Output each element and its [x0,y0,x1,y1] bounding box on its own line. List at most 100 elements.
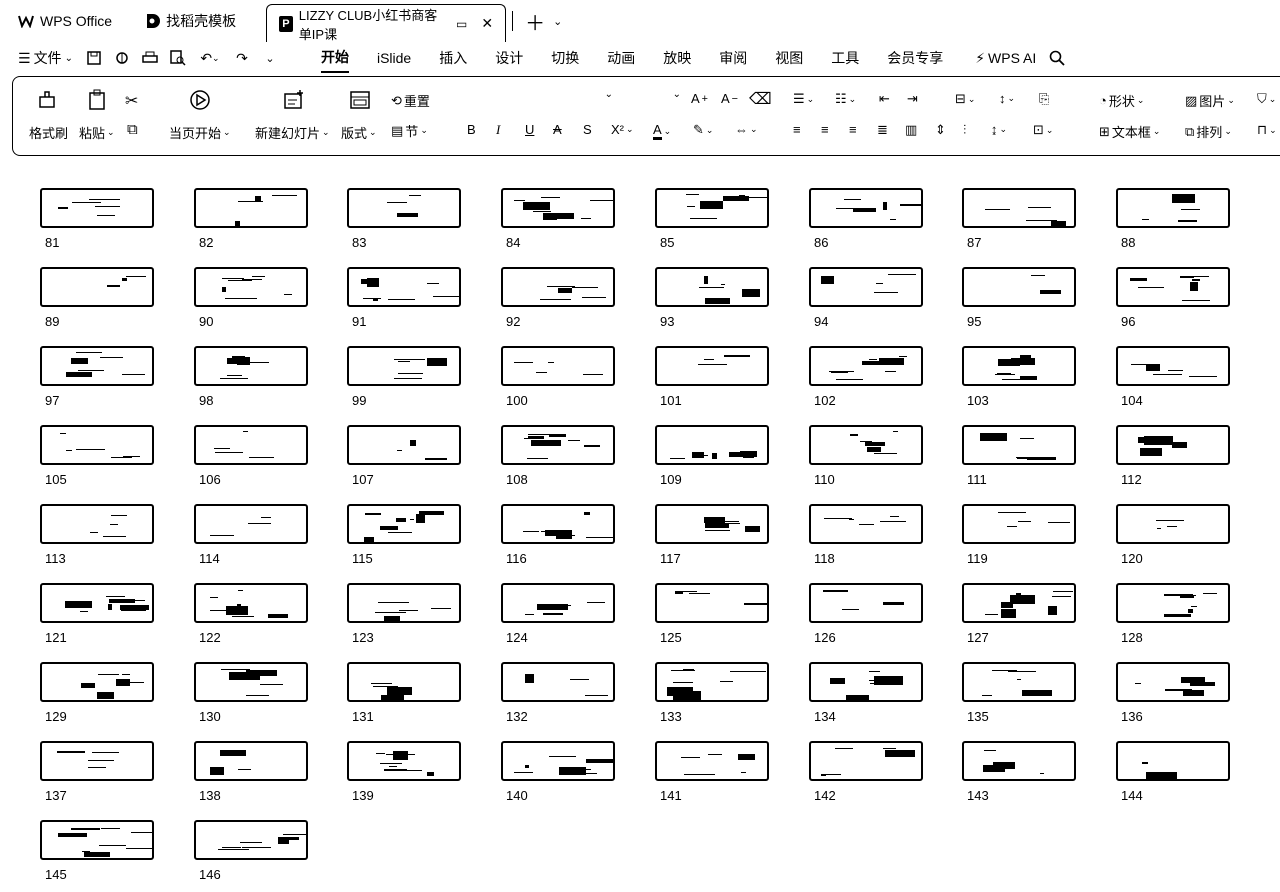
slide-thumbnail[interactable] [347,583,461,623]
strikethrough-button[interactable]: A [553,122,562,137]
tab-insert[interactable]: 插入 [439,50,468,66]
decrease-indent-icon[interactable]: ⇤ [879,91,890,106]
tab-design[interactable]: 设计 [495,50,524,66]
clear-format-icon[interactable]: ⌫ [749,91,772,108]
font-family-select[interactable]: ⌄ [604,89,613,100]
slide-thumbnail[interactable] [194,504,308,544]
slide-thumbnail[interactable] [501,188,615,228]
slide-thumbnail[interactable] [501,346,615,386]
slide-thumbnail[interactable] [40,662,154,702]
cut-icon[interactable]: ✂ [125,93,139,110]
vertical-align-icon[interactable]: ⇕ [935,122,946,137]
convert-icon[interactable]: ⎘ [1039,91,1050,106]
slide-thumbnail[interactable] [40,425,154,465]
file-menu[interactable]: ☰ 文件 ⌄ [18,48,73,68]
underline-button[interactable]: U [525,122,535,137]
slide-thumbnail[interactable] [501,741,615,781]
superscript-button[interactable]: X²⌄ [611,122,634,137]
text-direction-icon[interactable]: ⊟⌄ [955,91,976,106]
slide-thumbnail[interactable] [1116,662,1230,702]
slide-thumbnail[interactable] [194,267,308,307]
highlight-icon[interactable]: ✎⌄ [693,122,714,137]
slide-thumbnail[interactable] [40,504,154,544]
italic-button[interactable]: I [496,122,501,137]
slide-thumbnail[interactable] [194,820,308,860]
print-preview-icon[interactable] [167,47,189,69]
slide-thumbnail[interactable] [809,504,923,544]
slide-thumbnail[interactable] [501,267,615,307]
slide-thumbnail[interactable] [347,662,461,702]
redo-icon[interactable]: ↷ [236,49,248,66]
save-icon[interactable] [83,47,105,69]
slide-thumbnail[interactable] [347,188,461,228]
slide-thumbnail[interactable] [962,583,1076,623]
close-icon[interactable]: ✕ [481,15,494,31]
format-painter-icon[interactable] [37,89,59,111]
new-tab-icon[interactable]: ＋ [525,12,546,35]
slide-thumbnail[interactable] [40,583,154,623]
slide-thumbnail[interactable] [1116,267,1230,307]
tab-wps-office[interactable]: WPS Office [0,0,124,42]
tab-slideshow[interactable]: 放映 [663,50,692,66]
slide-thumbnail[interactable] [194,583,308,623]
slide-thumbnail[interactable] [962,741,1076,781]
slide-thumbnail[interactable] [962,267,1076,307]
slide-thumbnail[interactable] [1116,425,1230,465]
new-slide-button[interactable]: 新建幻灯片⌄ [255,123,330,142]
font-color-button[interactable]: A⌄ [653,122,671,140]
tab-member[interactable]: 会员专享 [887,50,944,66]
tab-transition[interactable]: 切换 [551,50,580,66]
slide-thumbnail[interactable] [40,741,154,781]
decrease-font-icon[interactable]: A− [721,91,738,106]
slide-thumbnail[interactable] [962,425,1076,465]
slide-thumbnail[interactable] [809,346,923,386]
chevron-down-icon[interactable]: ⌄ [265,52,275,65]
slide-thumbnail[interactable] [809,267,923,307]
increase-font-icon[interactable]: A+ [691,91,708,106]
slide-thumbnail[interactable] [655,425,769,465]
slide-thumbnail[interactable] [501,504,615,544]
copy-icon[interactable]: ⧉ [127,121,138,138]
slide-thumbnail[interactable] [194,425,308,465]
layout-icon[interactable] [349,89,371,111]
text-shadow-button[interactable]: S [583,122,592,137]
slide-thumbnail[interactable] [194,346,308,386]
slide-thumbnail[interactable] [655,741,769,781]
slide-thumbnail[interactable] [809,662,923,702]
undo-icon[interactable]: ↶ ⌄ [200,49,220,66]
slide-thumbnail[interactable] [1116,346,1230,386]
tab-home[interactable]: 开始 [320,43,349,73]
slide-thumbnail[interactable] [655,346,769,386]
slide-thumbnail[interactable] [347,346,461,386]
textbox-button[interactable]: ⊞文本框⌄ [1099,122,1160,141]
new-slide-icon[interactable] [283,89,305,111]
fill-icon[interactable]: ⛉⌄ [1257,91,1277,106]
char-spacing-icon[interactable]: ⇔⌄ [735,122,758,137]
slide-thumbnail[interactable] [962,188,1076,228]
bold-button[interactable]: B [467,122,476,137]
layout-button[interactable]: 版式⌄ [341,123,377,142]
play-icon[interactable] [189,89,211,111]
export-icon[interactable] [111,47,133,69]
distribute-icon[interactable]: ▥ [905,122,918,137]
slide-thumbnail[interactable] [194,188,308,228]
justify-icon[interactable]: ≣ [877,122,888,137]
crop-icon[interactable]: ⊓⌄ [1257,122,1277,137]
slide-thumbnail[interactable] [809,741,923,781]
font-size-select[interactable]: ⌄ [672,89,681,100]
align-left-icon[interactable]: ≡ [793,122,801,137]
picture-button[interactable]: ▨图片⌄ [1185,91,1235,110]
slide-thumbnail[interactable] [962,504,1076,544]
paste-icon[interactable] [87,89,109,111]
slide-thumbnail[interactable] [809,188,923,228]
slide-thumbnail[interactable] [501,662,615,702]
slide-thumbnail[interactable] [655,504,769,544]
tab-docer[interactable]: 找稻壳模板 [132,0,248,42]
increase-indent-icon[interactable]: ⇥ [907,91,918,106]
tab-animation[interactable]: 动画 [607,50,636,66]
slide-thumbnail[interactable] [655,188,769,228]
slide-thumbnail[interactable] [962,662,1076,702]
align-right-icon[interactable]: ≡ [849,122,857,137]
bullet-list-icon[interactable]: ☰⌄ [793,91,815,106]
shape-button[interactable]: ◔形状⌄ [1099,91,1144,110]
